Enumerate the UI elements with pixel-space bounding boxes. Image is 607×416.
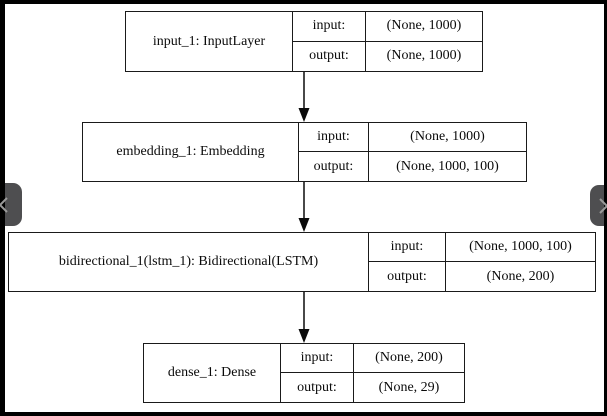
- edge-arrow: [296, 72, 312, 127]
- arrow-down-icon: [298, 72, 310, 122]
- edge-arrow: [296, 292, 312, 348]
- input-shape: (None, 200): [354, 344, 464, 373]
- output-shape: (None, 200): [486, 268, 555, 284]
- arrow-down-icon: [298, 182, 310, 232]
- layer-node-bidirectional-1: bidirectional_1(lstm_1): Bidirectional(L…: [8, 232, 596, 292]
- input-shape: (None, 1000, 100): [446, 233, 595, 262]
- chevron-left-icon[interactable]: [0, 196, 10, 214]
- input-row-label: input:: [299, 123, 369, 152]
- input-row-label: input:: [281, 344, 354, 373]
- layer-name: embedding_1: Embedding: [83, 123, 299, 181]
- input-shape: (None, 1000): [369, 123, 526, 152]
- output-row-label: output:: [281, 373, 354, 402]
- layer-node-embedding-1: embedding_1: Embedding input: (None, 100…: [82, 122, 527, 182]
- chevron-right-icon[interactable]: [597, 197, 607, 215]
- layer-name: input_1: InputLayer: [126, 12, 293, 71]
- output-row-label: output:: [293, 41, 366, 71]
- output-shape: (None, 1000): [386, 48, 462, 64]
- layer-name: bidirectional_1(lstm_1): Bidirectional(L…: [9, 233, 369, 291]
- output-shape: (None, 1000, 100): [396, 158, 499, 174]
- prev-nav-handle[interactable]: [0, 183, 22, 226]
- layer-node-dense-1: dense_1: Dense input: (None, 200) output…: [143, 343, 465, 403]
- input-row-label: input:: [293, 12, 366, 42]
- edge-arrow: [296, 182, 312, 237]
- frame-border-top: [0, 0, 607, 4]
- next-nav-handle[interactable]: [590, 185, 607, 226]
- frame-border-bottom: [0, 412, 607, 416]
- output-row-label: output:: [299, 152, 369, 181]
- input-shape: (None, 1000): [366, 12, 482, 42]
- arrow-down-icon: [298, 292, 310, 343]
- input-row-label: input:: [369, 233, 446, 262]
- output-row-label: output:: [369, 262, 446, 291]
- layer-name: dense_1: Dense: [144, 344, 281, 402]
- output-shape: (None, 29): [378, 379, 440, 395]
- layer-node-input-1: input_1: InputLayer input: (None, 1000) …: [125, 11, 483, 72]
